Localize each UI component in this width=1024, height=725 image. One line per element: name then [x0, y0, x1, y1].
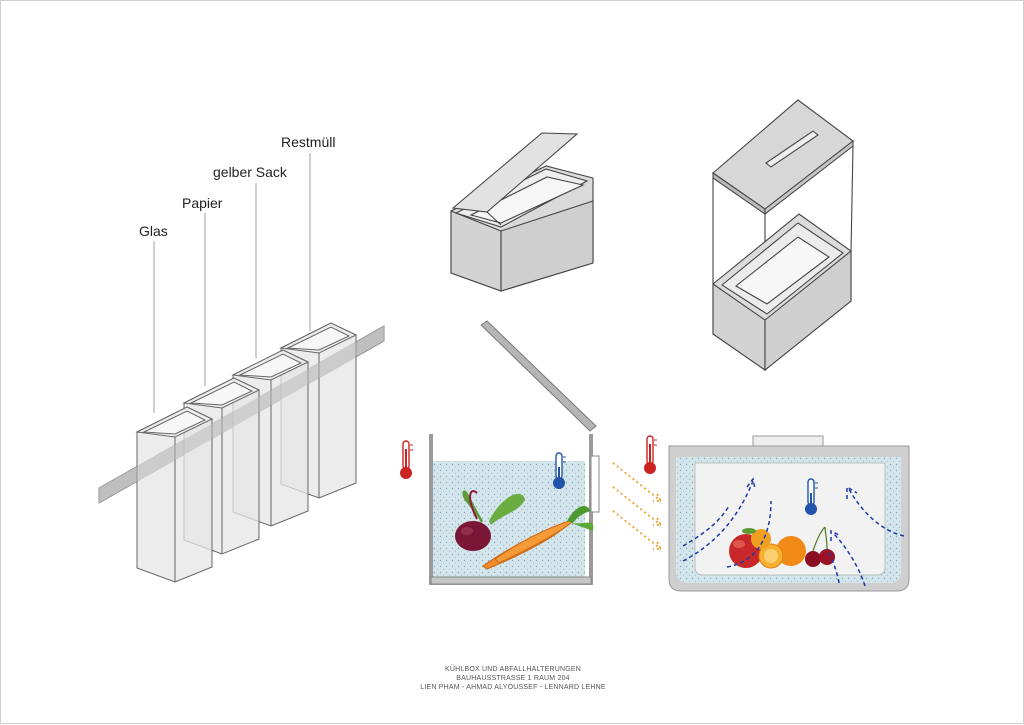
- beetroot: [455, 490, 525, 551]
- label-restmuell: Restmüll: [281, 134, 336, 150]
- label-papier: Papier: [182, 195, 223, 211]
- open-lid: [480, 320, 597, 432]
- cooler-box-lid-open: [450, 132, 594, 292]
- leader-lines: [153, 153, 311, 413]
- cold-air-arrows: [682, 477, 905, 587]
- footer-address: BAUHAUSSTRASSE 1 RAUM 204: [456, 675, 570, 682]
- thermometer-cold-icon: [553, 452, 566, 489]
- thermometer-cold-icon: [805, 478, 818, 515]
- footer-title: KÜHLBOX UND ABFALLHALTERUNGEN: [445, 666, 581, 673]
- waste-bin-holder: [98, 153, 385, 583]
- heat-arrows: [612, 462, 663, 550]
- footer: KÜHLBOX UND ABFALLHALTERUNGEN BAUHAUSSTR…: [1, 665, 1024, 692]
- cooler-cabinet: [712, 99, 854, 372]
- thermometer-warm-icon: [644, 435, 657, 474]
- bin-glas: [135, 406, 214, 583]
- section-cooler-cabinet: [644, 435, 910, 592]
- section-cooler-box: [400, 320, 663, 585]
- label-gelber-sack: gelber Sack: [213, 164, 287, 180]
- fruits: [729, 526, 835, 569]
- footer-authors: LIEN PHAM - AHMAD ALYOUSSEF - LENNARD LE…: [420, 684, 606, 691]
- thermometer-warm-icon: [400, 440, 413, 479]
- carrots: [482, 506, 594, 570]
- label-glas: Glas: [139, 223, 168, 239]
